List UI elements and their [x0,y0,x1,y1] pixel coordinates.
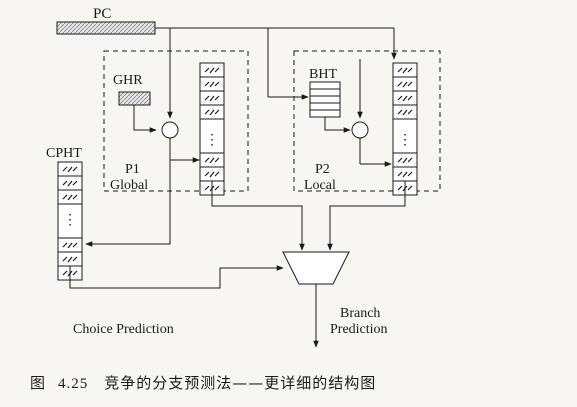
p2-name: P2 [315,162,330,177]
choice-prediction-label: Choice Prediction [73,322,174,337]
ghr-to-xor-arrow [133,105,157,133]
p1-counter-table [199,62,225,196]
p1-table-ellipsis: ⋮ [205,133,219,148]
ghr-register [118,91,151,106]
cpht-table [57,161,83,281]
p1-type: Global [110,178,148,193]
branch-prediction-label-1: Branch [340,306,380,321]
figure-title: 竞争的分支预测法——更详细的结构图 [104,374,377,392]
p1-name: P1 [125,162,140,177]
branch-prediction-label-2: Prediction [330,322,388,337]
bht-to-xor-arrow [324,117,351,133]
p2-local-box [293,50,441,192]
ghr-label: GHR [113,73,143,88]
p2-to-mux-arrow [327,181,406,251]
figure-number: 4.25 [58,376,89,392]
pc-register [56,21,156,35]
figure-caption: 图 4.25 竞争的分支预测法——更详细的结构图 [30,372,560,393]
mux [282,251,350,285]
p1-xor-gate [161,121,179,139]
p1-to-mux-arrow [211,181,305,251]
ghr-to-cpht-arrow [85,138,171,247]
cpht-label: CPHT [46,146,82,161]
bht-label: BHT [309,67,337,82]
p2-table-ellipsis: ⋮ [398,133,412,148]
p2-counter-table [392,62,418,196]
p2-xor-gate [351,121,369,139]
choice-select-arrow [69,265,284,289]
p2-type: Local [304,178,336,193]
figure-prefix: 图 [30,374,47,392]
p1-global-box [103,50,249,192]
pc-label: PC [93,6,111,22]
cpht-table-ellipsis: ⋮ [63,213,77,228]
bht-table [309,81,341,118]
